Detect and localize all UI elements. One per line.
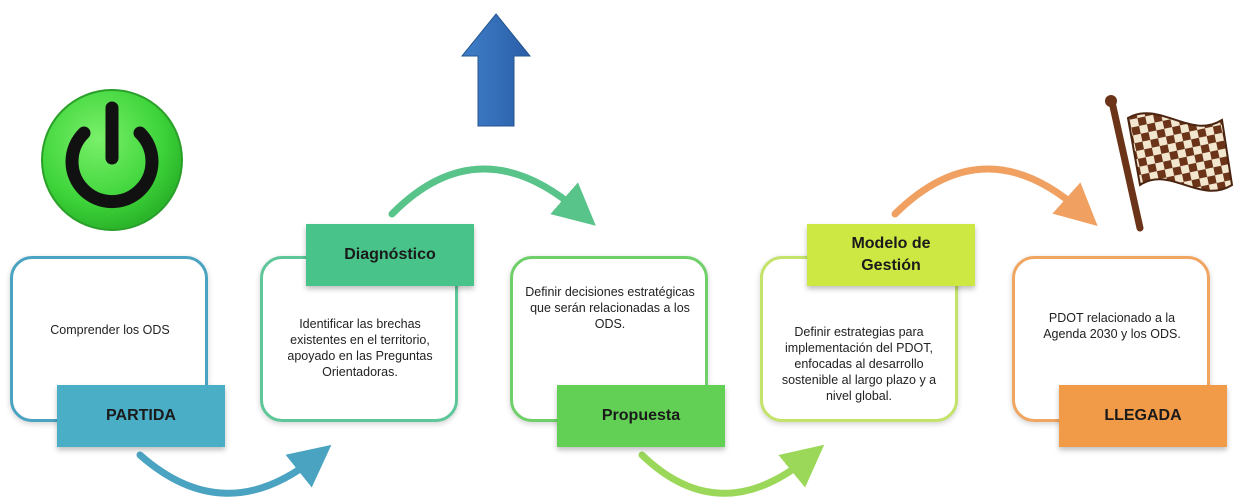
step-text-diagnostico: Identificar las brechas existentes en el… <box>287 317 433 379</box>
step-label-diagnostico: Diagnóstico <box>306 224 474 286</box>
arrow-diagnostico-to-propuesta <box>388 165 596 226</box>
step-text-propuesta: Definir decisiones estratégicas que será… <box>525 285 695 331</box>
arrow-propuesta-to-modelo <box>638 444 825 497</box>
step-label-propuesta: Propuesta <box>557 385 725 447</box>
step-text-modelo-de-gestion: Definir estrategias para implementación … <box>781 325 937 403</box>
step-label-modelo-de-gestion: Modelo de Gestión <box>807 224 975 286</box>
step-text-llegada: PDOT relacionado a la Agenda 2030 y los … <box>1043 311 1181 341</box>
step-label-partida: PARTIDA <box>57 385 225 447</box>
step-text-partida: Comprender los ODS <box>50 323 170 337</box>
step-label-llegada: LLEGADA <box>1059 385 1227 447</box>
arrow-modelo-to-llegada <box>891 165 1098 227</box>
arrow-partida-to-diagnostico <box>136 444 332 497</box>
